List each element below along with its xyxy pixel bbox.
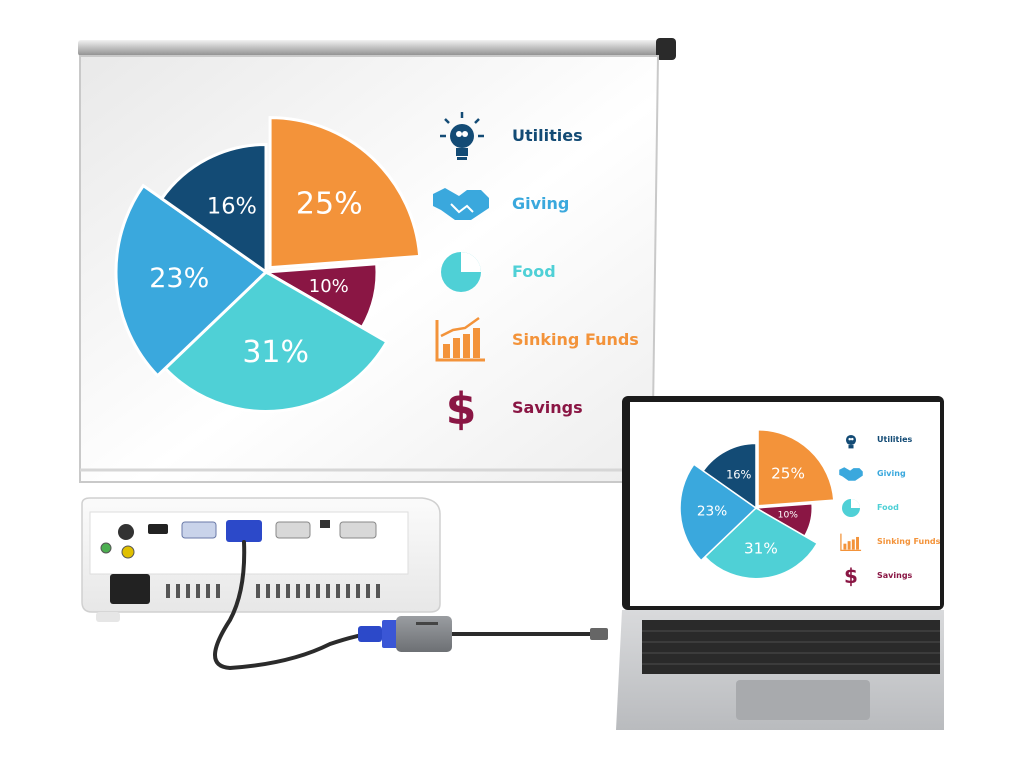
keyboard (642, 620, 940, 674)
pie-slice-utilities (159, 142, 268, 275)
projector (81, 497, 441, 622)
roller-end-cap (656, 38, 676, 60)
pie-slice-sinking-funds (757, 429, 835, 507)
handshake-icon (433, 188, 489, 220)
dollar-icon: $ (844, 564, 858, 588)
lightbulb-icon (440, 112, 484, 160)
svideo-port (118, 524, 134, 540)
pie-slice-icon (441, 252, 481, 292)
laptop-legend-utilities: Utilities (877, 435, 913, 444)
pie-label-savings: 10% (309, 276, 349, 297)
pie-slice-sinking-funds (268, 116, 422, 270)
legend-food: Food (512, 262, 556, 281)
pie-label-food: 31% (242, 335, 309, 370)
legend-utilities: Utilities (512, 126, 583, 145)
pie-slice-giving (114, 183, 269, 378)
pie-label-food: 31% (744, 540, 778, 558)
serial-port (339, 521, 377, 539)
vga-plug (226, 520, 262, 542)
power-socket (110, 574, 150, 604)
vga-port-2 (275, 521, 311, 539)
dollar-icon: $ (446, 384, 477, 435)
bar-chart-icon (840, 533, 862, 552)
svg-text:$: $ (446, 384, 477, 435)
laptop-legend-giving: Giving (877, 469, 906, 478)
pie-label-sinking-funds: 25% (296, 186, 363, 221)
legend-giving: Giving (512, 194, 570, 213)
pie-label-giving: 23% (149, 263, 209, 294)
cables (213, 540, 592, 671)
laptop-pie-chart: 25% 10% 31% 23% 16% (679, 429, 835, 580)
projector-legend-icons: $ (433, 112, 489, 435)
pie-slice-icon (842, 499, 860, 517)
legend-savings: Savings (512, 398, 583, 417)
pie-label-utilities: 16% (207, 193, 257, 219)
pie-slice-utilities (702, 442, 757, 510)
pie-label-sinking-funds: 25% (771, 464, 805, 482)
pie-label-utilities: 16% (726, 468, 751, 482)
pie-slice-food (703, 507, 819, 580)
hdmi-port (148, 524, 168, 534)
pie-slice-giving (679, 463, 758, 562)
lightbulb-icon (845, 434, 857, 449)
laptop-legend-food: Food (877, 503, 899, 512)
vga-adapter (358, 616, 608, 652)
laptop-legend-icons: $ (839, 434, 863, 588)
touchpad (736, 680, 870, 720)
vga-port (181, 521, 217, 539)
legend-sinking-funds: Sinking Funds (512, 330, 639, 349)
pie-label-giving: 23% (697, 503, 727, 519)
handshake-icon (839, 467, 863, 481)
pie-slice-food (163, 270, 389, 413)
svg-text:$: $ (844, 564, 858, 588)
laptop-legend-sinking-funds: Sinking Funds (877, 537, 941, 546)
bar-chart-icon (435, 316, 485, 362)
laptop-legend-savings: Savings (877, 571, 913, 580)
pie-label-savings: 10% (778, 510, 799, 520)
screen-roller (78, 40, 674, 56)
projector-pie-chart: 25% 10% 31% 23% 16% (114, 116, 422, 413)
